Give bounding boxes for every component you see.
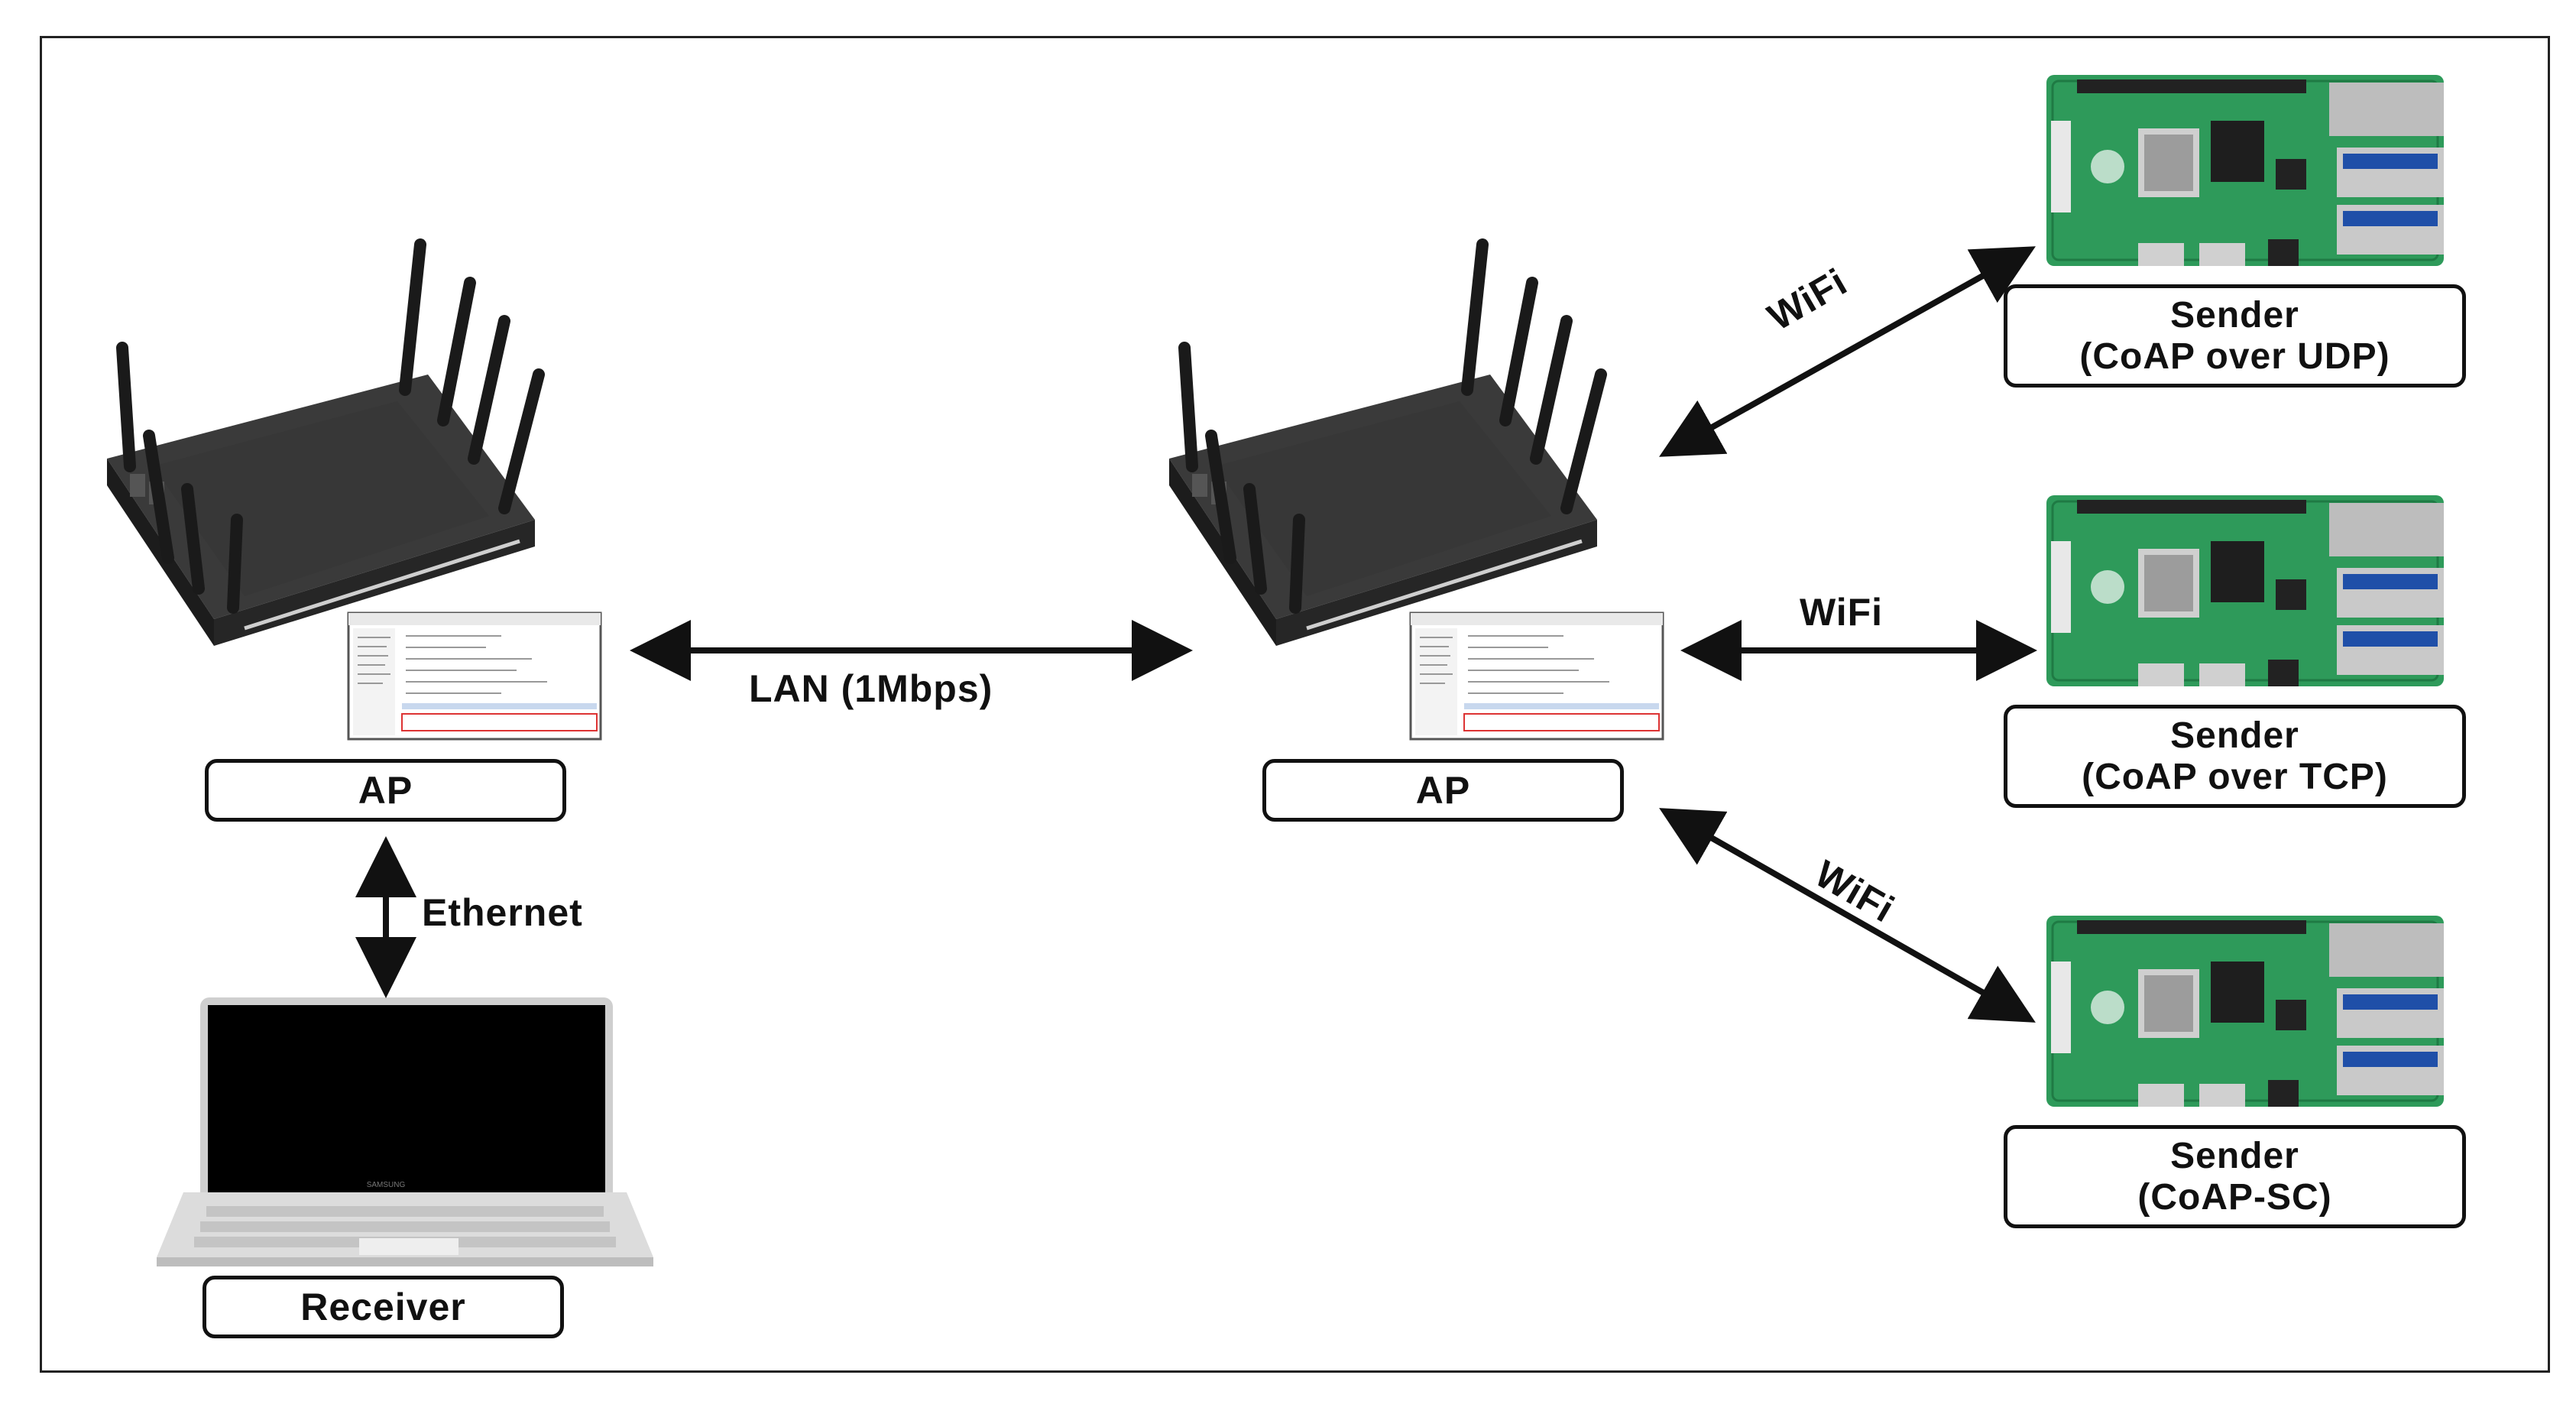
wifi-link-arrow-bottom	[1659, 808, 2036, 1023]
receiver-label: Receiver	[203, 1276, 564, 1338]
ethernet-link-label: Ethernet	[422, 891, 583, 934]
ap-center-label: AP	[1262, 759, 1624, 822]
wifi-middle-label: WiFi	[1800, 591, 1884, 634]
lan-link-label: LAN (1Mbps)	[749, 667, 993, 710]
router-center-icon	[1169, 245, 1601, 646]
sender-udp-title: Sender	[2170, 294, 2299, 336]
sender-sc-title: Sender	[2170, 1135, 2299, 1176]
board-tcp-icon	[2045, 494, 2445, 688]
ap-center-text: AP	[1415, 769, 1471, 812]
ap-left-label: AP	[205, 759, 566, 822]
sender-sc-label: Sender (CoAP-SC)	[2004, 1125, 2466, 1228]
laptop-brand-text: SAMSUNG	[367, 1181, 406, 1189]
receiver-text: Receiver	[300, 1286, 466, 1328]
router-left-icon	[107, 245, 539, 646]
ap-left-text: AP	[358, 769, 413, 812]
sender-udp-label: Sender (CoAP over UDP)	[2004, 284, 2466, 388]
sender-sc-subtitle: (CoAP-SC)	[2137, 1176, 2332, 1218]
diagram-frame	[40, 36, 2550, 1373]
sender-udp-subtitle: (CoAP over UDP)	[2079, 336, 2390, 377]
sender-tcp-subtitle: (CoAP over TCP)	[2082, 756, 2388, 797]
sender-tcp-label: Sender (CoAP over TCP)	[2004, 705, 2466, 808]
router-admin-screenshot-left	[347, 611, 602, 741]
wifi-link-arrow-top	[1659, 246, 2036, 457]
board-sc-icon	[2045, 914, 2445, 1108]
router-admin-screenshot-center	[1409, 611, 1664, 741]
laptop-icon	[157, 997, 653, 1266]
board-udp-icon	[2045, 73, 2445, 268]
sender-tcp-title: Sender	[2170, 715, 2299, 756]
